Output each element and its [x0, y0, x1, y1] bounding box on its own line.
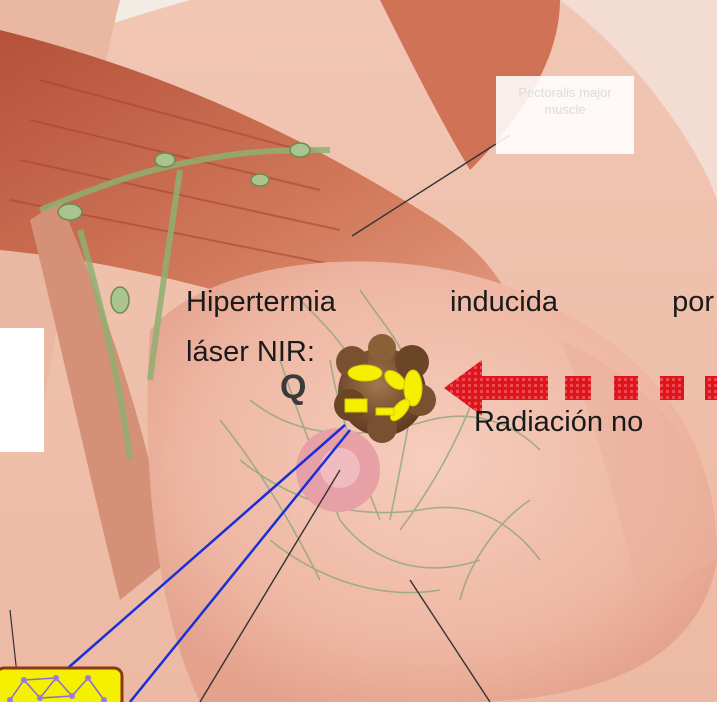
muscle-label-line2: muscle — [496, 101, 634, 118]
left-white-panel — [0, 328, 44, 452]
molecule-inset-icon — [0, 668, 122, 702]
muscle-label-box: Pectoralis major muscle — [496, 76, 634, 154]
heading-word-1: Hipertermia — [186, 286, 336, 319]
radiation-label: Radiación no — [474, 406, 643, 439]
heading-line-1: Hipertermia inducida por — [186, 286, 714, 319]
heading-line-2: láser NIR: — [186, 336, 315, 369]
tumor-label: Q — [280, 368, 306, 407]
nipple — [320, 448, 360, 488]
muscle-label-line1: Pectoralis major — [496, 84, 634, 101]
heading-word-2: inducida — [450, 286, 558, 319]
heading-word-3: por — [672, 286, 714, 319]
